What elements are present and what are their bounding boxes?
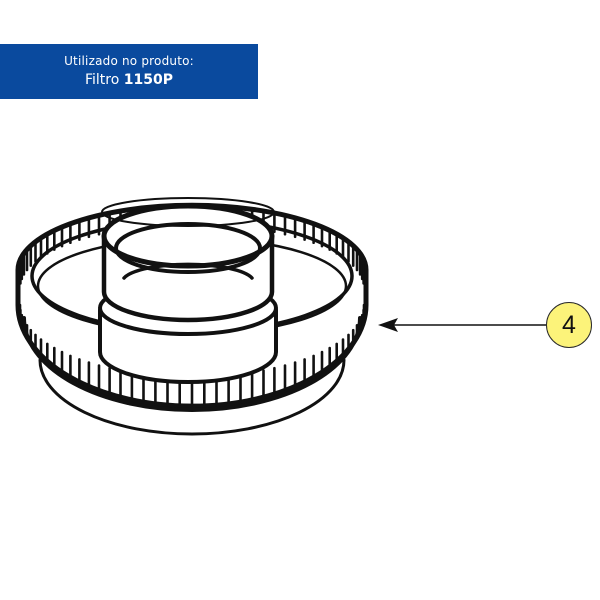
- ring-bottom-edge: [22, 316, 362, 412]
- filter-cap-part-icon: [15, 197, 369, 436]
- callout-arrowhead: [378, 318, 398, 332]
- collar-inner-shadow: [122, 262, 254, 280]
- banner-caption: Utilizado no produto:: [64, 54, 194, 68]
- arrow-left-icon: [378, 318, 548, 332]
- product-code: 1150P: [123, 72, 173, 88]
- product-prefix: Filtro: [84, 72, 120, 88]
- ring-base-edge: [38, 358, 346, 436]
- collar-mid-ring: [101, 197, 275, 227]
- collar-inner-opening: [114, 222, 262, 274]
- banner-product-name: Filtro 1150P: [85, 70, 173, 90]
- callout-number-badge: 4: [546, 302, 592, 348]
- product-usage-banner: Utilizado no produto: Filtro 1150P: [0, 44, 258, 99]
